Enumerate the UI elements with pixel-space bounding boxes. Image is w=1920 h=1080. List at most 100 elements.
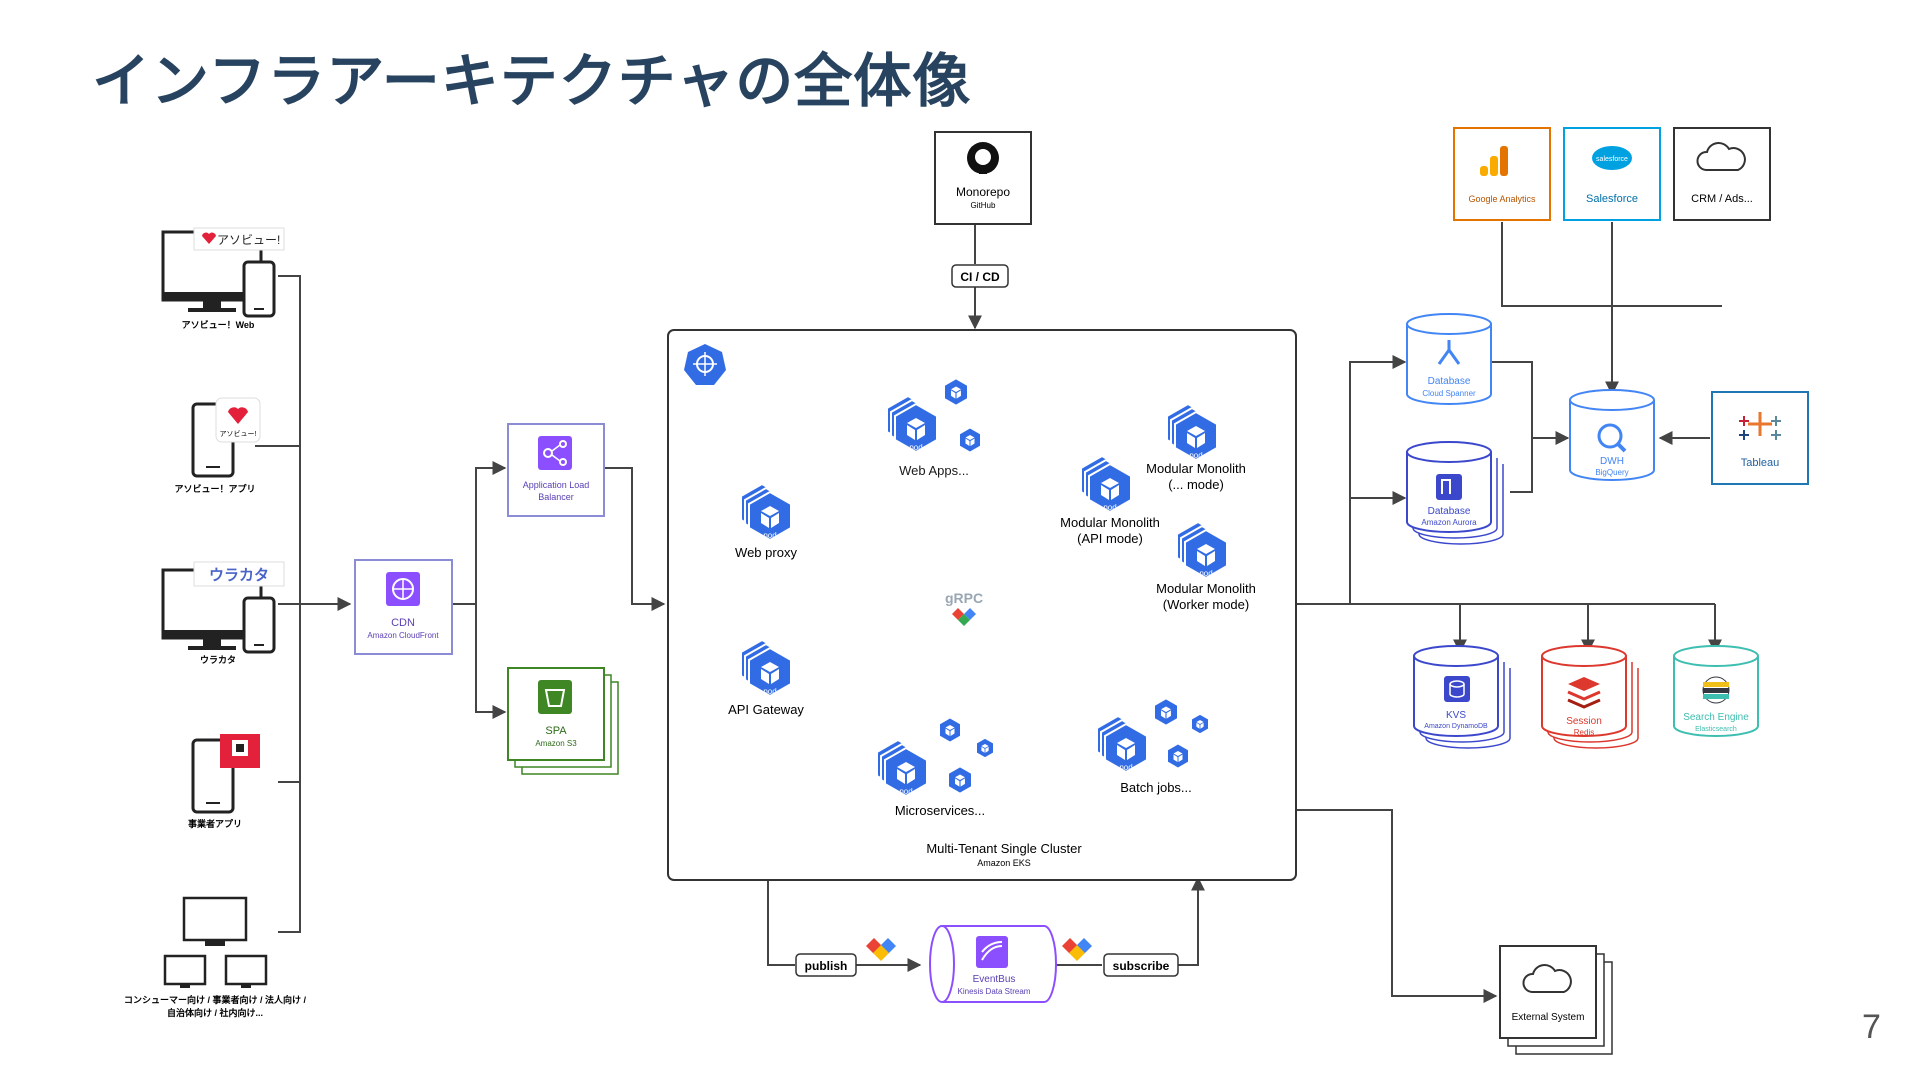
cicd-badge: CI / CD bbox=[951, 264, 1009, 288]
mm-api-label: Modular Monolith bbox=[1060, 515, 1160, 530]
modular-monolith-api-pods: Modular Monolith (API mode) bbox=[1060, 456, 1160, 546]
web-proxy-pods: Web proxy bbox=[735, 484, 797, 560]
google-cloud-icon bbox=[952, 608, 976, 626]
spanner-label: Database bbox=[1428, 376, 1471, 387]
kubernetes-icon bbox=[684, 344, 726, 385]
client-label: 自治体向け / 社内向け... bbox=[167, 1007, 263, 1018]
mm-mode-label: (... mode) bbox=[1168, 477, 1224, 492]
batch-jobs-pods: Batch jobs... bbox=[1097, 698, 1209, 795]
aurora-sub: Amazon Aurora bbox=[1421, 518, 1477, 527]
search-sub: Elasticsearch bbox=[1695, 726, 1737, 733]
monorepo-node: Monorepo GitHub bbox=[934, 131, 1032, 225]
qr-code-icon bbox=[220, 734, 260, 768]
elasticsearch-icon bbox=[1702, 676, 1730, 704]
search-db: Search Engine Elasticsearch bbox=[1673, 645, 1759, 737]
alb-node: Application Load Balancer bbox=[507, 423, 605, 517]
asoview-badge-text: アソビュー! bbox=[217, 233, 280, 247]
client-label: コンシューマー向け / 事業者向け / 法人向け / bbox=[124, 994, 307, 1005]
urakata-badge bbox=[193, 561, 285, 587]
publish-label: publish bbox=[805, 959, 848, 973]
monorepo-sub: GitHub bbox=[971, 201, 996, 210]
salesforce-cloud-icon: salesforce bbox=[1592, 146, 1632, 170]
modular-monolith-worker-pods: Modular Monolith (Worker mode) bbox=[1156, 522, 1256, 612]
spanner-db: Database Cloud Spanner bbox=[1406, 313, 1492, 405]
client-label: 事業者アプリ bbox=[188, 818, 242, 829]
eks-cluster: Multi-Tenant Single Cluster Amazon EKS W… bbox=[667, 329, 1297, 881]
salesforce-logo-text: salesforce bbox=[1596, 156, 1628, 163]
client-label: ウラカタ bbox=[200, 654, 236, 665]
eventbus-sub: Kinesis Data Stream bbox=[958, 987, 1031, 996]
google-analytics-label: Google Analytics bbox=[1468, 194, 1536, 204]
spa-label: SPA bbox=[545, 725, 567, 737]
asoview-badge bbox=[193, 227, 285, 251]
external-system-node: External System bbox=[1499, 945, 1613, 1055]
page-number: 7 bbox=[1862, 1008, 1881, 1046]
google-analytics-node: Google Analytics bbox=[1453, 127, 1551, 221]
client-label: アソビュー！アプリ bbox=[174, 483, 255, 494]
web-apps-pods: Web Apps... bbox=[887, 378, 981, 478]
eventbus-node: EventBus Kinesis Data Stream bbox=[929, 925, 1057, 1003]
smartphone-icon bbox=[242, 260, 276, 318]
grpc-label: gRPC bbox=[945, 590, 983, 606]
cicd-label: CI / CD bbox=[960, 270, 1000, 284]
aurora-db: Database Amazon Aurora bbox=[1406, 441, 1504, 545]
desktop-monitor-icon bbox=[224, 954, 268, 988]
smartphone-icon bbox=[242, 596, 276, 654]
cdn-sub: Amazon CloudFront bbox=[367, 631, 439, 640]
pod-text: pod bbox=[1103, 503, 1116, 512]
github-icon bbox=[967, 142, 999, 174]
bigquery-icon bbox=[1597, 423, 1627, 453]
api-gateway-pods: API Gateway bbox=[728, 640, 804, 717]
cdn-node: CDN Amazon CloudFront bbox=[354, 559, 453, 655]
client-label: アソビュー！Web bbox=[182, 319, 255, 330]
pod-text: pod bbox=[1189, 451, 1202, 460]
external-system-label: External System bbox=[1512, 1012, 1585, 1023]
subscribe-label: subscribe bbox=[1113, 959, 1170, 973]
pod-text: pod bbox=[1199, 569, 1212, 578]
salesforce-label: Salesforce bbox=[1586, 193, 1638, 205]
kvs-sub: Amazon DynamoDB bbox=[1424, 723, 1488, 730]
urakata-badge-text: ウラカタ bbox=[209, 567, 269, 584]
asoview-heart-icon bbox=[202, 232, 216, 244]
alb-label: Balancer bbox=[538, 492, 574, 502]
client-asoview-app: アソビュー! アソビュー！アプリ bbox=[174, 397, 261, 494]
s3-bucket-icon bbox=[538, 680, 572, 714]
eventbus-label: EventBus bbox=[973, 974, 1016, 985]
tableau-label: Tableau bbox=[1741, 457, 1780, 469]
client-asoview-web: アソビュー! アソビュー！Web bbox=[161, 227, 285, 330]
spanner-sub: Cloud Spanner bbox=[1422, 389, 1476, 398]
modular-monolith-mode-pods: Modular Monolith (... mode) bbox=[1146, 404, 1246, 492]
aurora-label: Database bbox=[1428, 506, 1471, 517]
web-proxy-label: Web proxy bbox=[735, 545, 797, 560]
monorepo-label: Monorepo bbox=[956, 185, 1010, 199]
pod-text: pod bbox=[763, 531, 776, 540]
spanner-icon bbox=[1437, 340, 1461, 365]
client-business-app: 事業者アプリ bbox=[188, 734, 260, 829]
session-db: Session Redis bbox=[1541, 645, 1639, 749]
alb-label: Application Load bbox=[523, 480, 590, 490]
pod-text: pod bbox=[899, 787, 912, 796]
dwh-sub: BigQuery bbox=[1595, 468, 1628, 477]
mm-mode-label: Modular Monolith bbox=[1146, 461, 1246, 476]
client-urakata: ウラカタ ウラカタ bbox=[161, 561, 285, 665]
spa-node: SPA Amazon S3 bbox=[507, 667, 619, 775]
client-others: コンシューマー向け / 事業者向け / 法人向け / 自治体向け / 社内向け.… bbox=[124, 896, 307, 1018]
pod-text: pod bbox=[763, 687, 776, 696]
dwh-label: DWH bbox=[1600, 456, 1624, 467]
subscribe-badge: subscribe bbox=[1103, 953, 1179, 977]
desktop-monitor-icon bbox=[163, 954, 207, 988]
search-label: Search Engine bbox=[1683, 712, 1749, 723]
pod-text: pod bbox=[1119, 763, 1132, 772]
load-balancer-icon bbox=[538, 436, 572, 470]
pod-text: pod bbox=[909, 443, 922, 452]
salesforce-node: salesforce Salesforce bbox=[1563, 127, 1661, 221]
kvs-label: KVS bbox=[1446, 710, 1466, 721]
crm-label: CRM / Ads... bbox=[1691, 193, 1753, 205]
api-gateway-label: API Gateway bbox=[728, 702, 804, 717]
connectors bbox=[255, 222, 1722, 1003]
crm-node: CRM / Ads... bbox=[1673, 127, 1771, 221]
aurora-icon bbox=[1436, 474, 1462, 500]
grpc-hub: gRPC bbox=[945, 590, 983, 626]
